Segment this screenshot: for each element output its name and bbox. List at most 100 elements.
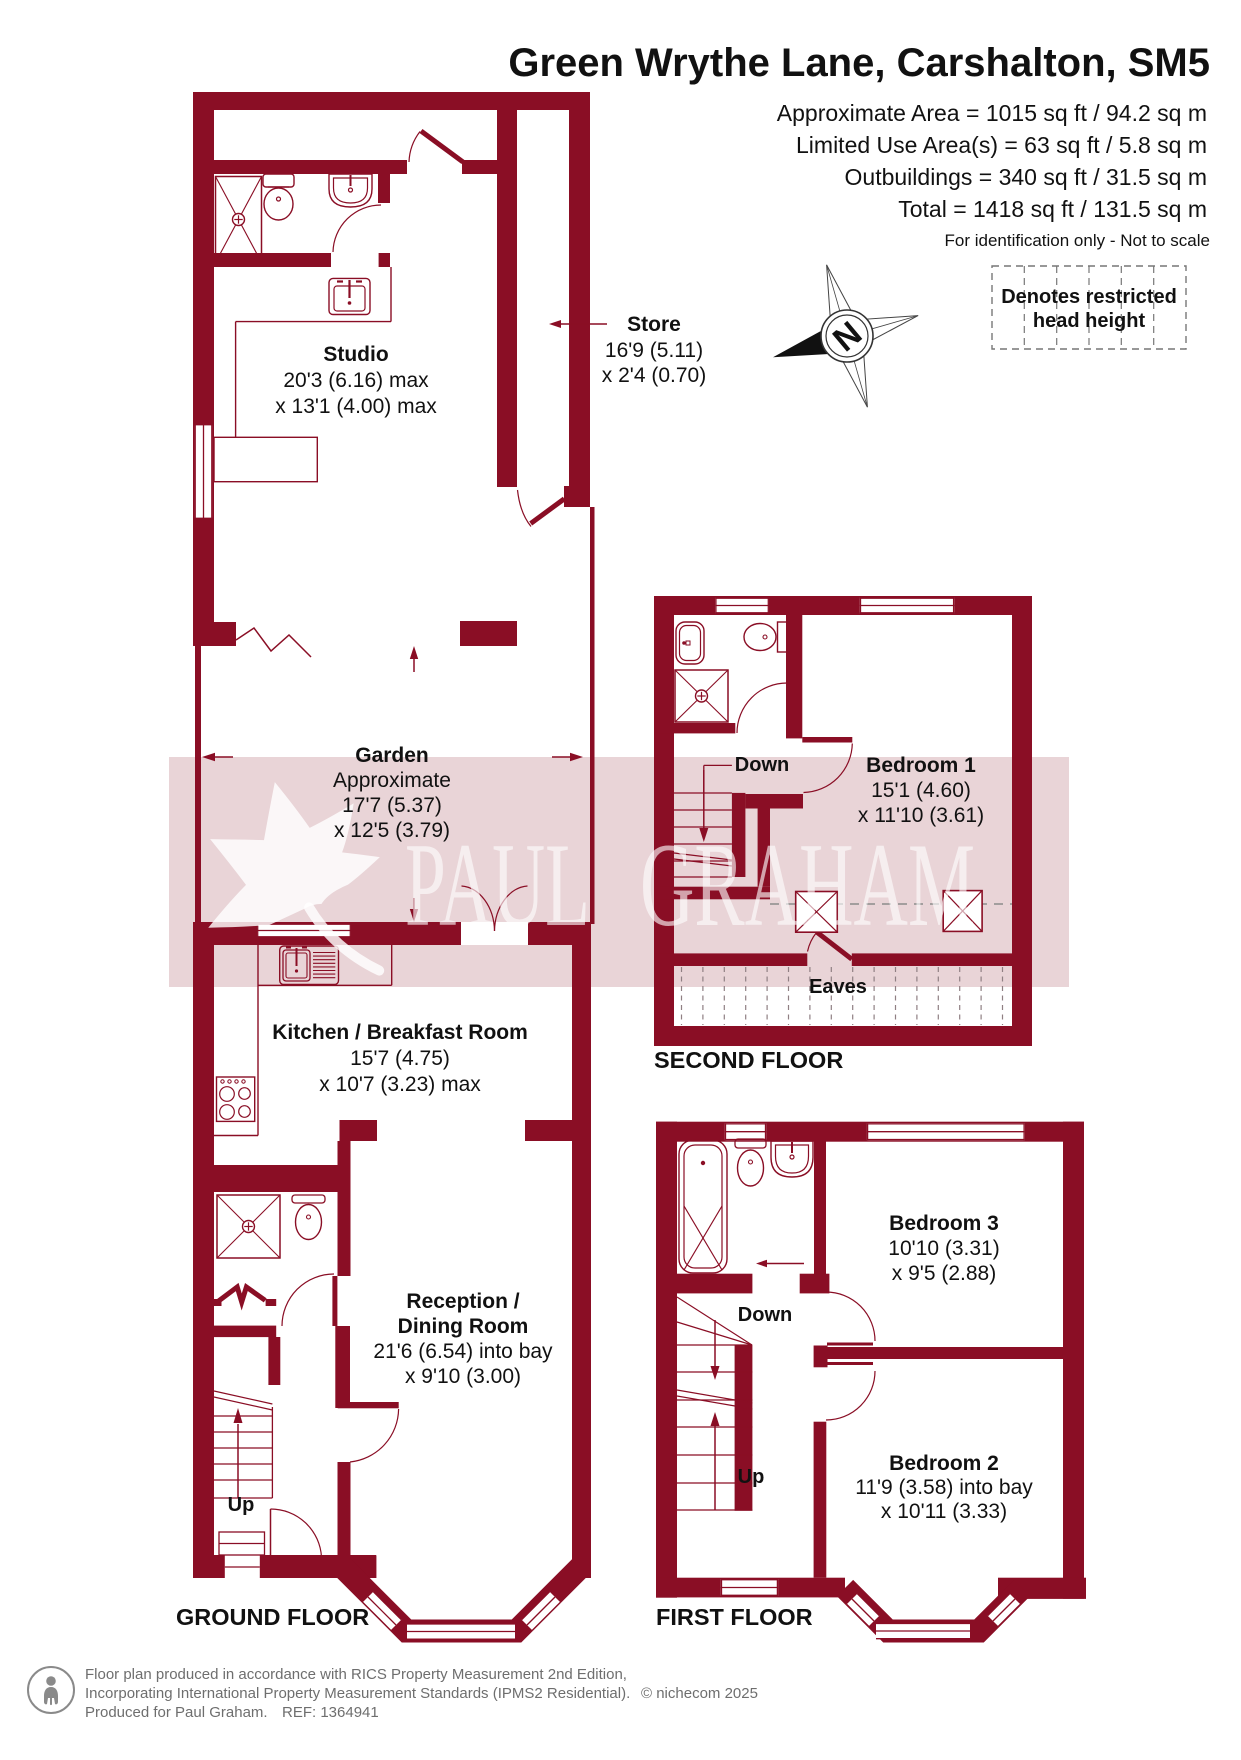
- kitchen-sink-icon: [279, 945, 340, 986]
- room-dim-studio-2: x 13'1 (4.00) max: [275, 395, 437, 418]
- second-floor-plan: [654, 596, 1032, 1046]
- plan-labels: Green Wrythe Lane, Carshalton, SM5 Appro…: [176, 41, 1210, 1630]
- compass: N: [773, 264, 919, 408]
- footer-ref: REF: 1364941: [282, 1704, 379, 1721]
- first-floor-window-left: [724, 1123, 767, 1141]
- kitchen-counter: [214, 945, 393, 1137]
- wc-door: [281, 1273, 338, 1327]
- bathroom-sliding-door-arrow: [756, 1259, 804, 1268]
- bay-window-ground: [333, 1558, 590, 1643]
- legend-text-2: head height: [1033, 310, 1146, 332]
- scale-note: For identification only - Not to scale: [944, 231, 1210, 250]
- room-dim-bedroom1-2: x 11'10 (3.61): [858, 804, 984, 827]
- footer-copyright: © nichecom 2025: [641, 1685, 758, 1702]
- watermark-leaf-icon: [208, 782, 385, 976]
- second-stairs: [673, 764, 732, 878]
- room-dim-bedroom1-1: 15'1 (4.60): [871, 779, 971, 802]
- room-dim-kitchen-1: 15'7 (4.75): [350, 1047, 450, 1070]
- room-dim-reception-2: x 9'10 (3.00): [405, 1365, 521, 1388]
- second-shower-icon: [674, 669, 729, 723]
- basin-icon: [328, 173, 373, 208]
- store-door: [516, 489, 566, 527]
- legend-text-1: Denotes restricted: [1001, 286, 1177, 308]
- room-dim-garden-1: 17'7 (5.37): [342, 794, 442, 817]
- room-label-bedroom1: Bedroom 1: [866, 754, 976, 777]
- person-icon: [27, 1666, 75, 1714]
- skylight-box-right: [942, 889, 983, 933]
- hob-icon: [215, 1076, 256, 1123]
- room-dim-garden-2: x 12'5 (3.79): [334, 819, 450, 842]
- stairs-up-label-first: Up: [738, 1466, 765, 1488]
- room-label-store: Store: [627, 313, 681, 336]
- skylight-box-left: [794, 890, 839, 934]
- second-bath-icon: [675, 621, 705, 665]
- floor-label-first: FIRST FLOOR: [656, 1604, 813, 1630]
- front-door: [218, 1508, 323, 1578]
- page-title: Green Wrythe Lane, Carshalton, SM5: [508, 41, 1210, 85]
- stairs-down-label-second: Down: [735, 754, 789, 776]
- store-leader-arrow: [549, 320, 607, 328]
- first-floor-walls: [656, 1121, 1086, 1599]
- wc-toilet-icon: [291, 1194, 326, 1241]
- footer-line-1: Floor plan produced in accordance with R…: [85, 1666, 627, 1683]
- bedroom1-door: [802, 737, 853, 794]
- shower-icon: [214, 175, 263, 264]
- second-floor-window-right: [859, 597, 955, 614]
- bay-window-first: [836, 1579, 1031, 1643]
- restricted-head-height-legend: Denotes restricted head height: [991, 265, 1187, 350]
- room-label-bedroom3: Bedroom 3: [889, 1212, 999, 1235]
- room-dim-bedroom2-1: 11'9 (3.58) into bay: [855, 1476, 1033, 1499]
- room-dim-bedroom3-2: x 9'5 (2.88): [892, 1262, 996, 1285]
- reception-door: [337, 1402, 400, 1463]
- room-label-reception: Reception /: [406, 1290, 519, 1313]
- room-label-garden: Garden: [355, 744, 429, 767]
- floor-label-second: SECOND FLOOR: [654, 1047, 843, 1073]
- room-label-bedroom2: Bedroom 2: [889, 1452, 999, 1475]
- area-approximate: Approximate Area = 1015 sq ft / 94.2 sq …: [777, 100, 1207, 126]
- garden-fences: [195, 507, 595, 924]
- room-dim-bedroom2-2: x 10'11 (3.33): [881, 1500, 1007, 1523]
- studio-window: [194, 424, 213, 519]
- ground-floor-plan: [193, 92, 595, 1643]
- first-basin-icon: [770, 1140, 814, 1178]
- room-dim-bedroom3-1: 10'10 (3.31): [888, 1237, 999, 1260]
- room-label-studio: Studio: [323, 343, 388, 366]
- footer-line-2: Incorporating International Property Mea…: [85, 1685, 630, 1702]
- studio-hall-door: [408, 128, 465, 165]
- garden-french-doors: [450, 885, 539, 945]
- toilet-icon: [262, 173, 295, 221]
- room-dim-store-2: x 2'4 (0.70): [602, 364, 706, 387]
- watermark-text-graham: GRAHAM: [640, 818, 975, 951]
- understairs-notch: [214, 1282, 277, 1311]
- watermark-text-paul: PAUL: [405, 818, 590, 951]
- second-floor-window-left: [715, 597, 769, 614]
- first-floor-window-right: [866, 1123, 1025, 1141]
- ground-stairs: [213, 1390, 274, 1499]
- first-floor-front-window: [720, 1579, 779, 1596]
- room-dim-store-1: 16'9 (5.11): [605, 339, 703, 362]
- room-dim-garden-0: Approximate: [333, 769, 451, 792]
- stairs-down-label-first: Down: [738, 1304, 792, 1326]
- watermark: PAUL GRAHAM: [208, 782, 975, 976]
- first-bath-icon: [678, 1139, 728, 1274]
- second-floor-walls: [654, 596, 1032, 1046]
- footer-line-3: Produced for Paul Graham.: [85, 1704, 268, 1721]
- stairs-up-label-ground: Up: [228, 1494, 255, 1516]
- studio-bathroom-door: [332, 204, 382, 253]
- eaves-label: Eaves: [809, 976, 867, 998]
- bedroom3-door: [825, 1291, 876, 1346]
- footer: Floor plan produced in accordance with R…: [27, 1666, 758, 1721]
- area-limited-use: Limited Use Area(s) = 63 sq ft / 5.8 sq …: [796, 132, 1207, 158]
- first-toilet-icon: [734, 1138, 767, 1187]
- second-toilet-icon: [743, 621, 790, 653]
- first-stairs: [676, 1296, 753, 1511]
- studio-kitchenette: [213, 267, 392, 483]
- floor-label-ground: GROUND FLOOR: [176, 1604, 369, 1630]
- room-dim-kitchen-2: x 10'7 (3.23) max: [319, 1073, 481, 1096]
- wc-shower-icon: [216, 1194, 281, 1259]
- room-dim-studio-1: 20'3 (6.16) max: [283, 369, 429, 392]
- room-label-kitchen: Kitchen / Breakfast Room: [272, 1021, 528, 1044]
- open-edge-zigzag: [235, 626, 312, 658]
- area-total: Total = 1418 sq ft / 131.5 sq m: [898, 196, 1207, 222]
